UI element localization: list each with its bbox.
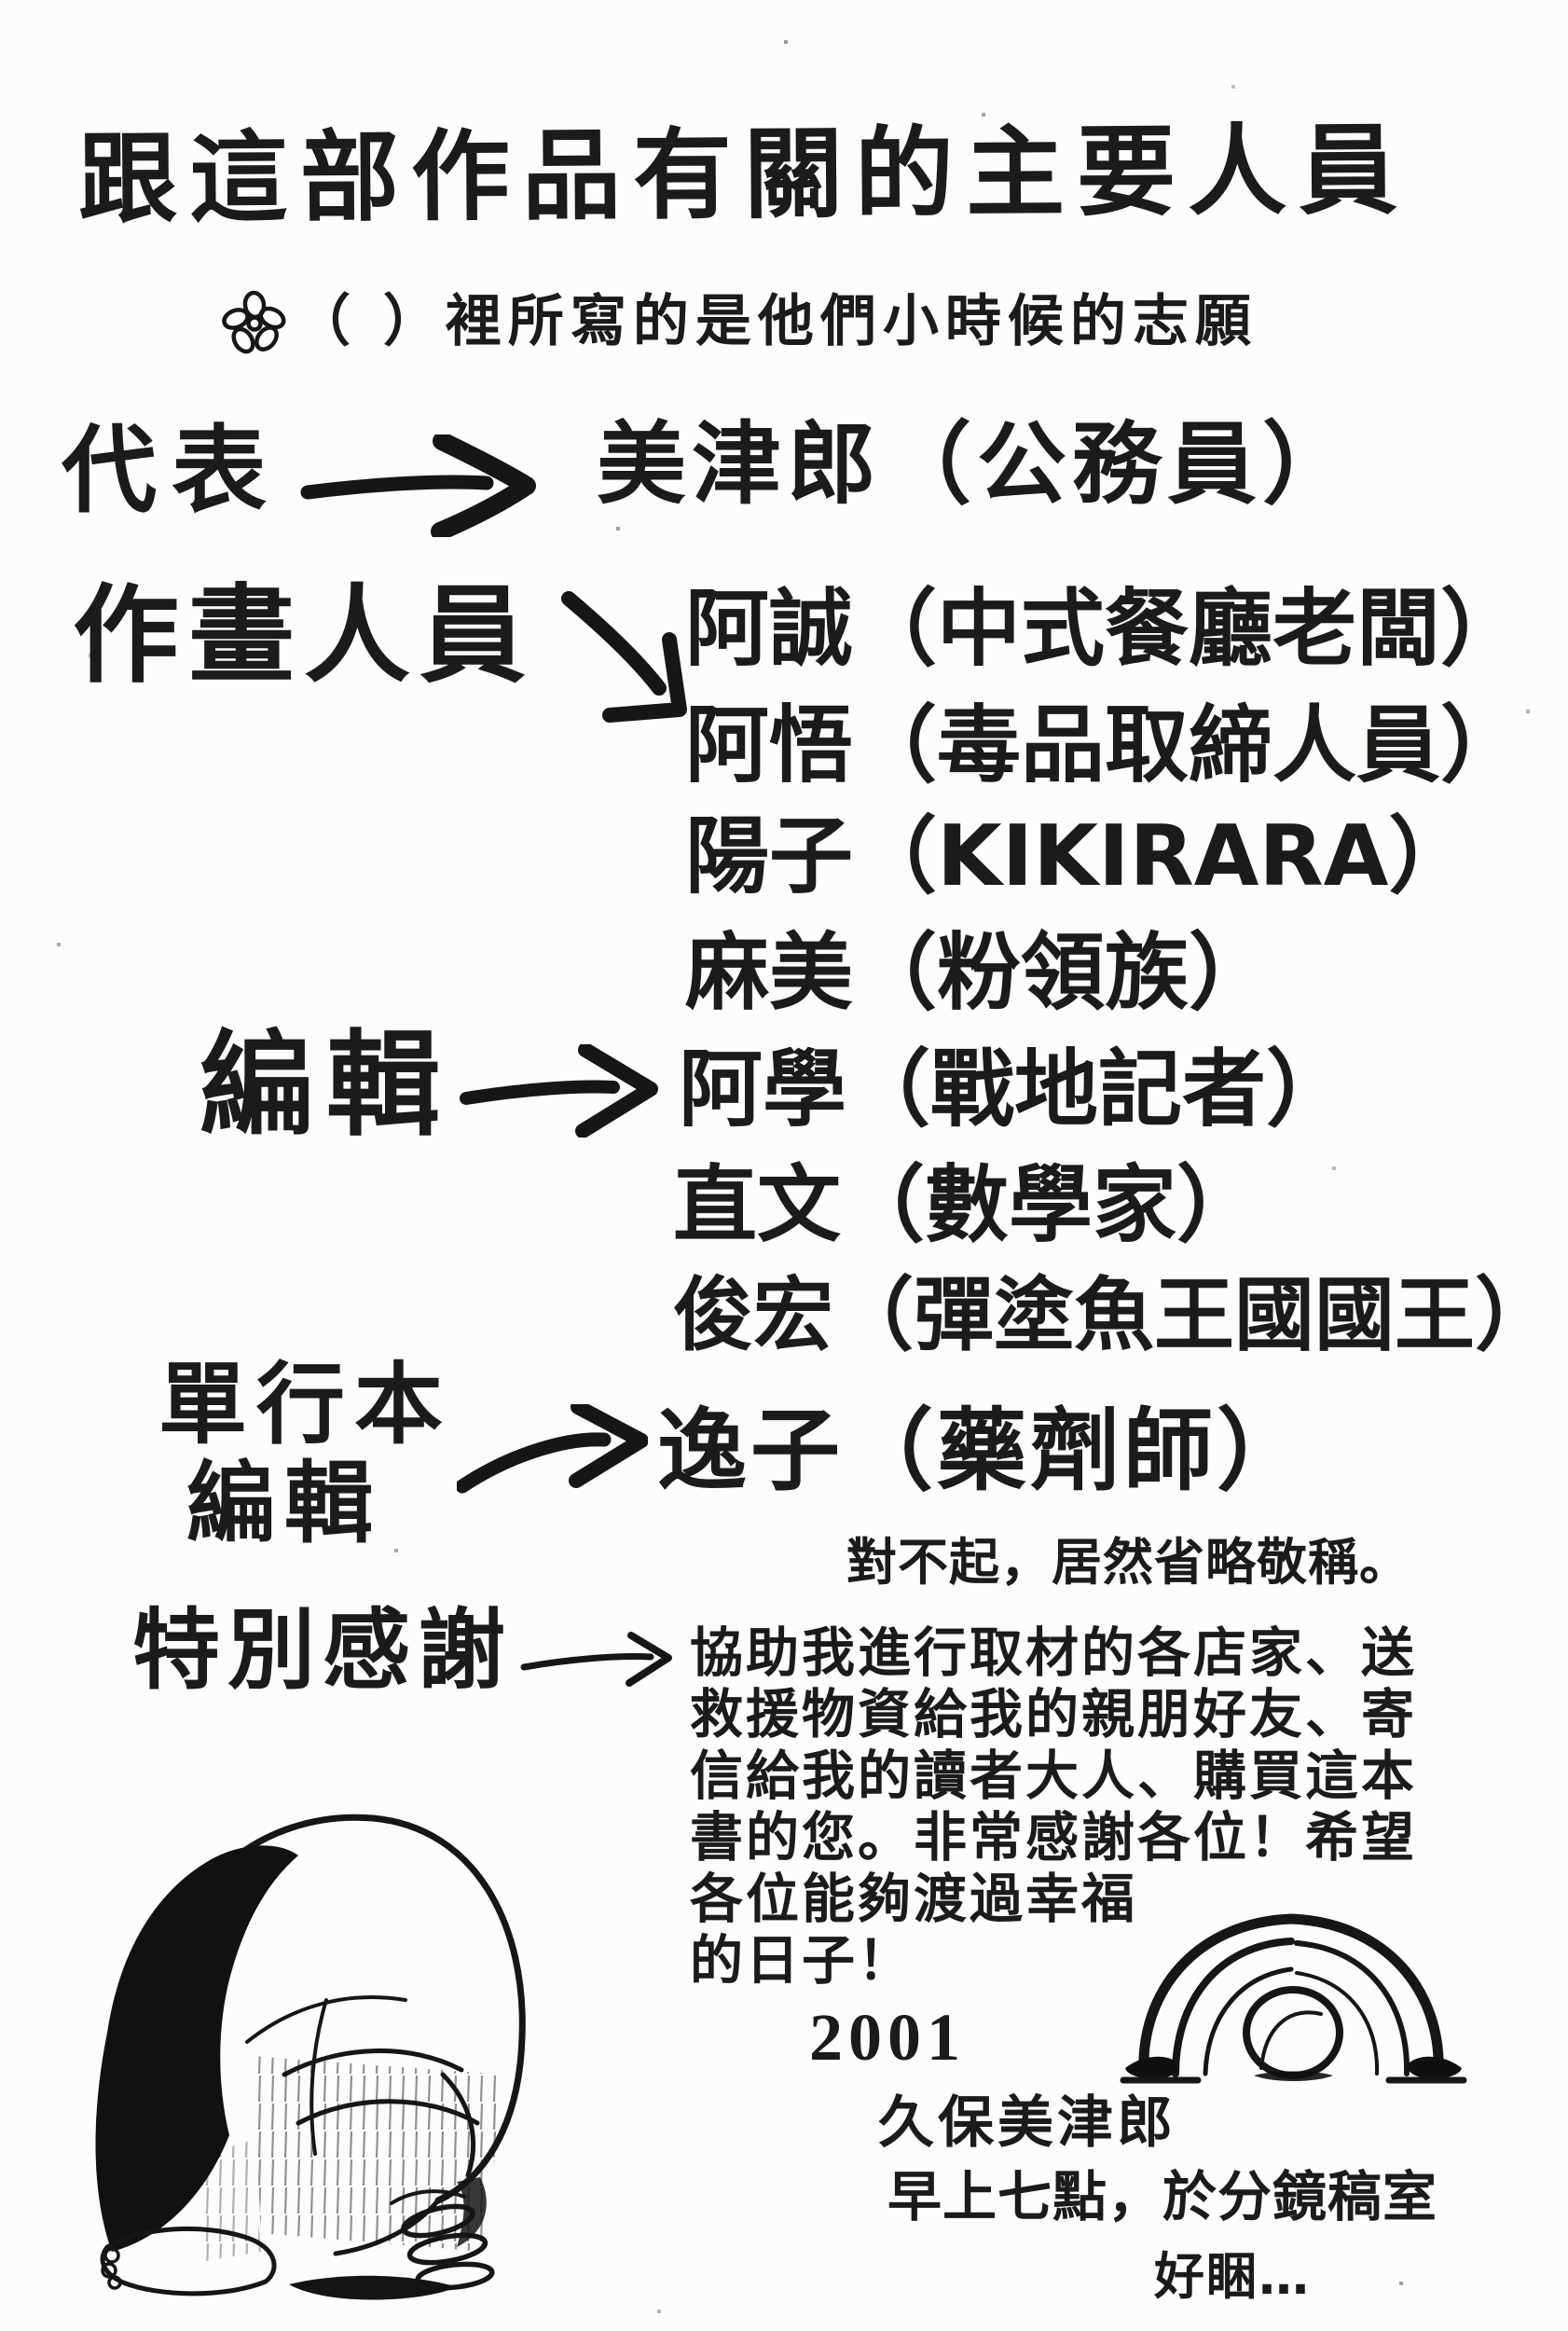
role-label-editors: 編輯 xyxy=(199,1019,453,1152)
signoff-place-time: 早上七點，於分鏡稿室 xyxy=(887,2165,1438,2228)
member-name: 阿悟（毒品取締人員） xyxy=(685,697,1524,794)
apology-note: 對不起，居然省略敬稱。 xyxy=(846,1533,1410,1592)
thanks-line: 協助我進行取材的各店家、送 xyxy=(690,1622,1417,1684)
thanks-line: 信給我的讀者大人、購買這本 xyxy=(690,1745,1417,1807)
role-label-special-thanks: 特別感謝 xyxy=(132,1600,514,1702)
thanks-line: 救援物資給我的親朋好友、寄 xyxy=(690,1684,1417,1745)
page-title: 跟這部作品有關的主要人員 xyxy=(77,113,1410,237)
role-label-artists: 作畫人員 xyxy=(73,573,536,697)
member-name: 阿學（戰地記者） xyxy=(679,1041,1350,1138)
signoff-sleepy-note: 好睏… xyxy=(1154,2247,1311,2306)
member-name: 美津郎（公務員） xyxy=(597,412,1357,517)
arrow-right-icon xyxy=(520,1632,672,1687)
subtitle-text: （ ）裡所寫的是他們小時候的志願 xyxy=(295,288,1258,354)
arrow-right-icon xyxy=(460,1044,658,1138)
member-name: 逸子（藥劑師） xyxy=(657,1399,1310,1503)
arrow-right-icon xyxy=(300,434,536,537)
member-name: 阿誠（中式餐廳老闆） xyxy=(685,580,1524,678)
role-label-tankobon-editor-line1: 單行本 xyxy=(158,1354,453,1456)
bowing-figure-illustration xyxy=(1120,1913,1467,2084)
subtitle: （ ）裡所寫的是他們小時候的志願 xyxy=(220,287,1258,356)
thanks-line: 各位能夠渡過幸福 xyxy=(690,1869,1137,1930)
scan-dust-specks xyxy=(0,0,2,2)
member-name: 麻美（粉領族） xyxy=(685,924,1272,1022)
signoff-year: 2001 xyxy=(809,2000,966,2075)
flower-icon xyxy=(222,290,286,354)
member-name: 直文（數學家） xyxy=(673,1156,1260,1254)
role-label-tankobon-editor-line2: 編輯 xyxy=(186,1453,383,1555)
member-name: 俊宏（彈塗魚王國國王） xyxy=(673,1269,1555,1362)
crouching-author-illustration xyxy=(95,1814,526,2300)
thanks-line: 書的您。非常感謝各位！希望 xyxy=(690,1807,1417,1869)
role-label-representative: 代表 xyxy=(62,416,282,527)
arrow-down-right-icon xyxy=(561,591,687,723)
member-name: 陽子（KIKIRARA） xyxy=(685,807,1473,905)
arrow-up-right-icon xyxy=(457,1404,648,1494)
signoff-author: 久保美津郎 xyxy=(878,2090,1176,2156)
thanks-paragraph: 協助我進行取材的各店家、送 救援物資給我的親朋好友、寄 信給我的讀者大人、購買這… xyxy=(690,1622,1417,1992)
thanks-line: 的日子！ xyxy=(690,1930,914,1992)
